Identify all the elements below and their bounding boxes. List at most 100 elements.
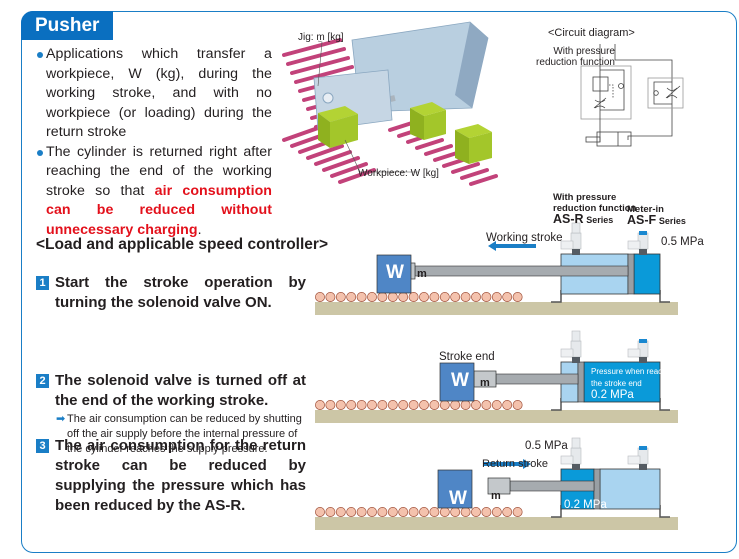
asf-label: Meter-in AS-F Series [627,204,686,227]
d3-pressure-inner-label: 0.2 MPa [564,499,607,511]
workpiece-label: Workpiece: W [kg] [358,168,439,179]
roller [424,144,453,156]
asr-desc2: reduction function [553,203,637,214]
controller-fitting [560,240,574,250]
controller-thread [639,464,647,470]
d1-workpiece-w: W [386,262,404,283]
piston-rod [509,480,595,492]
conveyor-roller [335,400,346,410]
speed-controller-icon [560,330,582,363]
conveyor-roller [450,400,461,410]
arrow-right-icon [523,459,531,469]
roller [286,47,346,66]
circuit-line [614,44,673,140]
cylinder-head-chamber [583,361,661,403]
conveyor-roller [502,400,513,410]
step-number-3: 3 [36,439,49,453]
throttle-symbol [593,97,607,109]
d3-workpiece-w: W [449,488,467,509]
conveyor-roller [502,292,513,302]
circuit-line [600,69,625,111]
speed-controller-icon [627,339,649,363]
conveyor-roller [315,507,325,517]
controller-knob [571,330,581,342]
conveyor-roller [491,400,502,410]
cylinder-foot [659,505,670,518]
conveyor-roller [512,292,523,302]
conveyor-roller [460,292,471,302]
conveyor-roller [471,292,481,302]
step-text-1: Start the stroke operation by turning th… [55,274,306,311]
cylinder-head-chamber [633,253,661,295]
roller [282,126,320,142]
controller-fitting [627,455,641,465]
conveyor-roller [408,400,419,410]
jig-label: Jig: m [kg] [298,32,344,43]
asf-name: AS-F [627,213,657,227]
page-title: Pusher [21,11,113,40]
asf-desc1: Meter-in [627,204,664,215]
step-text-2: The solenoid valve is turned off at the … [55,372,306,409]
conveyor-roller [398,400,409,410]
controller-thread [572,464,580,470]
conveyor-roller [502,507,513,517]
workpiece-block [439,362,475,402]
conveyor-roller [419,292,429,302]
conveyor-roller [429,400,440,410]
conveyor-roller [315,292,325,302]
conveyor-roller [471,507,481,517]
asr-name: AS-R [553,212,584,226]
circuit-subtitle-line1: With pressure [553,46,615,57]
check-valve-symbol [592,76,609,92]
conveyor-roller [367,292,377,302]
workpiece-block [437,469,473,509]
step-2-note: ➡ The air consumption can be reduced by … [56,412,306,457]
conveyor-roller [387,507,398,517]
conveyor-roller [356,400,367,410]
cylinder-foot [659,398,670,411]
section-heading: <Load and applicable speed controller> [36,236,328,253]
roller [415,138,444,150]
d3-jig-m: m [491,490,501,502]
conveyor-roller [367,400,377,410]
bullet2-highlight: air consumption can be reduced without u… [46,182,273,238]
speed-controller-icon [627,446,649,470]
circuit-line [653,81,672,105]
asf-suffix: Series [658,216,686,226]
roller [282,38,342,57]
roller [451,162,480,174]
circuit-diagram [580,44,684,147]
conveyor-roller [377,400,388,410]
roller [460,168,489,180]
floor [315,410,678,423]
speed-controller-icon [560,222,582,255]
arrow-right-icon: ➡ [56,413,66,425]
content-frame [21,11,737,553]
working-stroke-label: Working stroke [486,232,563,244]
step-2-note-text: The air consumption can be reduced by sh… [67,413,302,455]
pusher-illustration [282,21,498,186]
conveyor-roller [419,400,429,410]
conveyor-roller [325,400,336,410]
conveyor-roller [387,292,398,302]
conveyor-roller [346,400,357,410]
floor [315,302,678,315]
stroke-end-label: Stroke end [439,351,495,363]
conveyor-roller [512,400,523,410]
conveyor-roller [408,507,419,517]
d1-pressure-label: 0.5 MPa [661,236,704,248]
workpiece-2 [410,102,446,140]
bullet2-end: . [197,221,202,238]
controller-thread [572,357,580,363]
check-symbol [618,83,624,89]
conveyor-roller [325,507,336,517]
controller-fitting [627,348,641,358]
d2-inner-line1: Pressure when reaching [591,367,678,376]
roller [322,156,360,172]
cylinder-foot [551,505,562,518]
conveyor-roller [356,292,367,302]
asr-valve-box [580,65,632,120]
d2-inner-line2: the stroke end [591,379,642,388]
workpiece-leader [344,139,418,173]
